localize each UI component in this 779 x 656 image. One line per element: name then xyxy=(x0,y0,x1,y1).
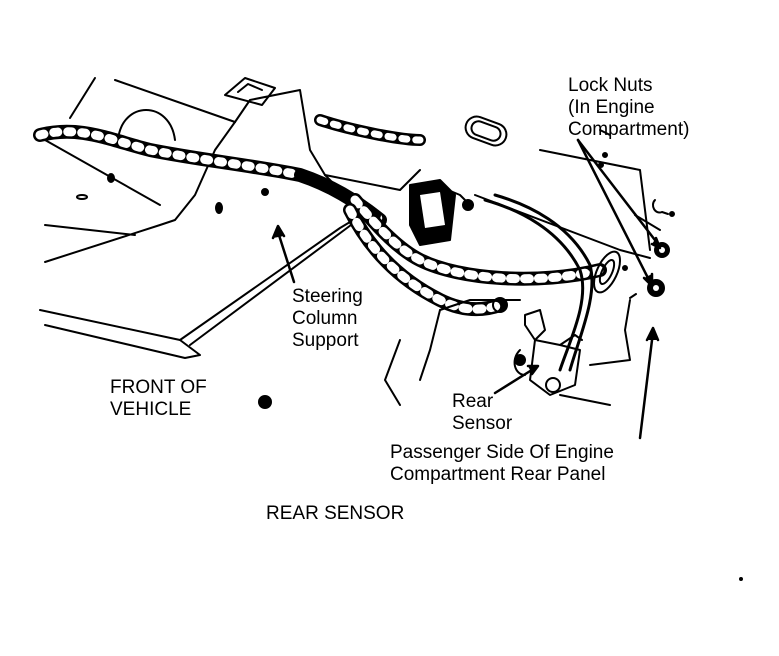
leader-arrows xyxy=(271,138,662,440)
steering-column-label: Steering Column Support xyxy=(292,286,363,352)
lock-nuts-label-line: (In Engine xyxy=(568,97,655,118)
rear-panel xyxy=(384,129,675,406)
mount-bracket xyxy=(224,77,276,106)
panel-label-line: Passenger Side Of Engine xyxy=(390,442,614,463)
rear-panel-label: Passenger Side Of Engine Compartment Rea… xyxy=(390,442,614,486)
lock-nuts-label: Lock Nuts (In Engine Compartment) xyxy=(568,75,689,141)
oval-grommet xyxy=(464,115,508,147)
rear-sensor-label: Rear Sensor xyxy=(452,391,512,435)
trim-arc xyxy=(117,109,176,141)
wiring-harness xyxy=(33,114,607,317)
rear-sensor-label-line: Rear xyxy=(452,391,494,412)
arrow-steering xyxy=(276,230,296,284)
lock-nuts xyxy=(622,242,670,299)
rear-sensor-body xyxy=(492,297,583,396)
rear-grommet xyxy=(593,250,621,294)
figure-caption: REAR SENSOR xyxy=(266,503,405,524)
arrow-lock-nut-1 xyxy=(576,138,660,246)
lock-nuts-label-line: Compartment) xyxy=(568,119,690,140)
rear-sensor-label-line: Sensor xyxy=(452,413,513,434)
panel-holes xyxy=(76,173,272,409)
front-of-vehicle-label: FRONT OF VEHICLE xyxy=(110,377,207,421)
steering-label-line: Steering xyxy=(292,286,363,307)
front-label-line: VEHICLE xyxy=(110,399,192,420)
sensor-leads xyxy=(474,193,651,372)
panel-label-line: Compartment Rear Panel xyxy=(390,464,606,485)
arrow-rear-sensor xyxy=(493,366,537,395)
lock-nuts-label-line: Lock Nuts xyxy=(568,75,653,96)
steering-label-line: Column xyxy=(292,308,358,329)
arrow-panel xyxy=(638,330,655,440)
connector xyxy=(409,179,474,246)
steering-label-line: Support xyxy=(292,330,359,351)
arrow-lock-nut-2 xyxy=(576,138,652,284)
front-label-line: FRONT OF xyxy=(110,377,207,398)
